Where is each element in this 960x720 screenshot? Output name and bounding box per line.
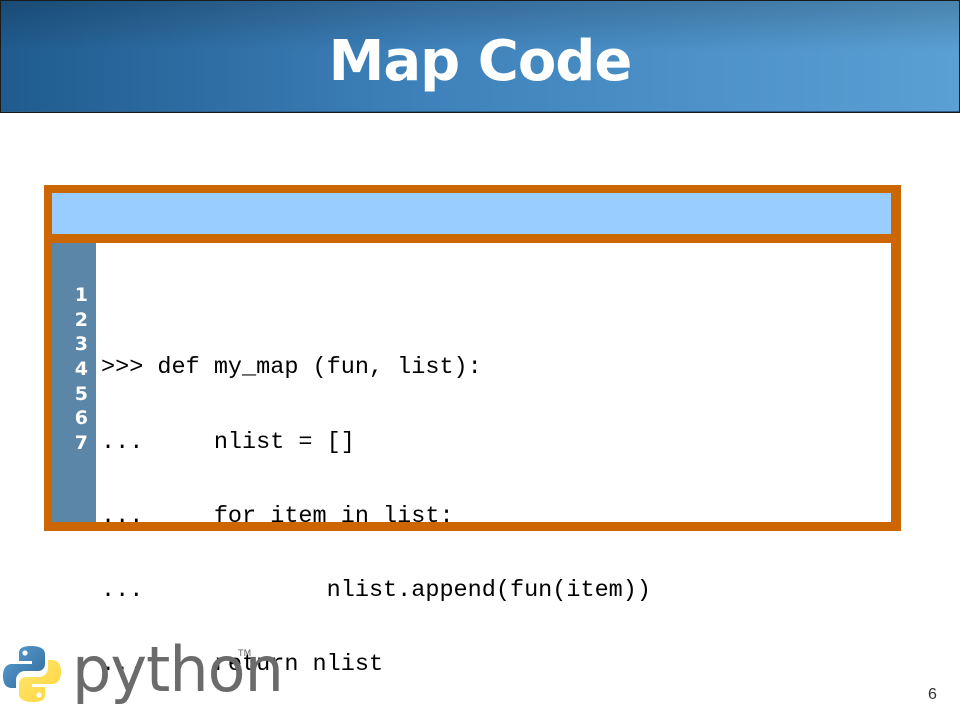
code-line: >>> def my_map (fun, list): (101, 354, 482, 382)
line-number-gutter (52, 243, 96, 522)
code-header-strip (52, 193, 891, 234)
code-line: ... nlist = [] (101, 428, 355, 456)
line-number: 2 (74, 308, 88, 331)
line-number: 1 (74, 284, 88, 306)
code-line: ... nlist.append(fun(item)) (101, 576, 651, 604)
line-numbers: 1 2 3 4 5 6 7 (52, 283, 88, 456)
line-number: 7 (74, 432, 88, 455)
code-panel (52, 243, 891, 522)
line-number: 6 (74, 407, 88, 430)
title-bar-shade (1, 1, 959, 112)
trademark-symbol: TM (238, 649, 252, 659)
page-number: 6 (928, 686, 937, 703)
slide-title: Map Code (328, 29, 633, 94)
line-number: 3 (74, 333, 88, 356)
python-logo-icon (3, 646, 61, 702)
title-bar: Map Code (0, 0, 960, 113)
code-line: ... return nlist (101, 650, 384, 678)
python-wordmark: python (72, 633, 284, 706)
code-lines: >>> def my_map (fun, list): ... nlist = … (101, 307, 651, 702)
line-number: 5 (74, 382, 88, 405)
line-number: 4 (74, 358, 88, 381)
code-line: ... for item in list: (101, 502, 454, 530)
